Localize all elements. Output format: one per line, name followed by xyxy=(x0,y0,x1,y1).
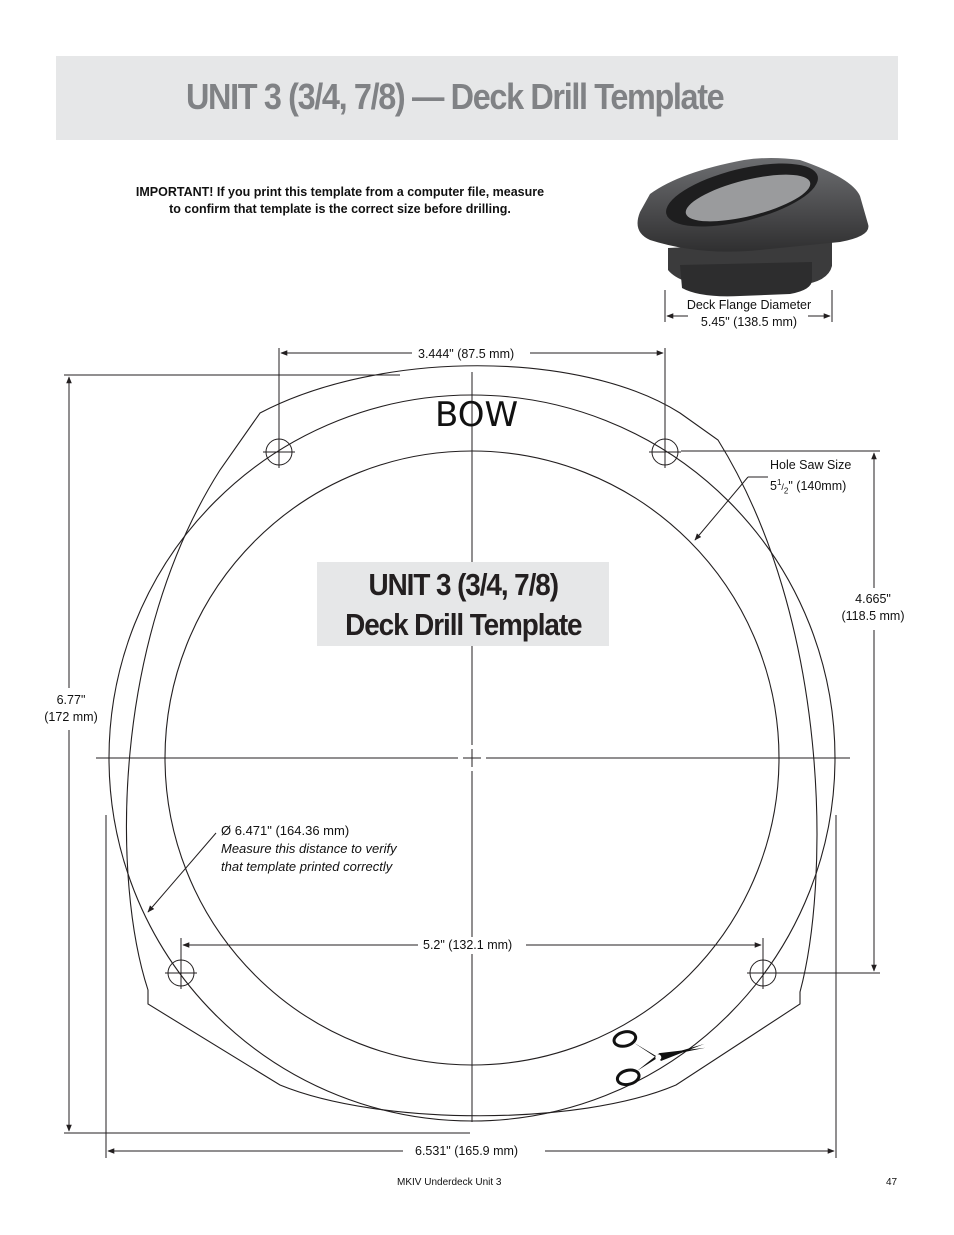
footer-page-number: 47 xyxy=(886,1177,898,1188)
hole-saw-size-num: 1 xyxy=(776,478,782,487)
scissors-icon xyxy=(612,1030,706,1087)
hole-vertical-label: 4.665" (118.5 mm) xyxy=(836,591,910,625)
hole-saw-size: 51/2" (140mm) xyxy=(770,478,847,496)
header-band xyxy=(56,56,898,140)
important-notice: IMPORTANT! If you print this template fr… xyxy=(110,184,570,218)
hole-saw-size-rest: " (140mm) xyxy=(788,479,847,494)
hole-saw-size-den: 2 xyxy=(783,486,789,496)
deck-flange-product-image xyxy=(637,158,869,322)
inner-title-line-1-text: UNIT 3 (3/4, 7/8) xyxy=(368,567,558,602)
notice-line-1: IMPORTANT! If you print this template fr… xyxy=(135,185,545,199)
overall-height-in: 6.77" xyxy=(56,693,86,707)
hole-saw-leader xyxy=(694,476,749,541)
center-crosshair xyxy=(96,372,850,1122)
hole-saw-title: Hole Saw Size xyxy=(770,458,852,472)
mounting-hole-top-left xyxy=(263,436,295,468)
top-hole-spacing-dimension xyxy=(278,348,666,436)
verify-note-line-1: Measure this distance to verify xyxy=(221,841,397,856)
page-title: UNIT 3 (3/4, 7/8) — Deck Drill Template xyxy=(186,76,725,117)
inner-title-line-2: Deck Drill Template xyxy=(317,606,609,644)
inner-title-line-1: UNIT 3 (3/4, 7/8) xyxy=(317,566,609,604)
inner-title-line-2-text: Deck Drill Template xyxy=(344,607,582,642)
overall-width-dimension xyxy=(105,815,837,1158)
flange-diameter-label: Deck Flange Diameter 5.45" (138.5 mm) xyxy=(680,297,818,331)
hole-vertical-in: 4.665" xyxy=(855,592,891,606)
top-hole-spacing-label: 3.444" (87.5 mm) xyxy=(418,346,515,363)
template-outline xyxy=(125,365,818,1117)
overall-width-label: 6.531" (165.9 mm) xyxy=(415,1143,519,1160)
hole-saw-size-whole: 5 xyxy=(770,479,777,494)
verify-diameter: Ø 6.471" (164.36 mm) xyxy=(221,823,350,838)
flange-value-text: 5.45" (138.5 mm) xyxy=(700,315,798,329)
flange-label-text: Deck Flange Diameter xyxy=(686,298,812,312)
notice-line-2: to confirm that template is the correct … xyxy=(169,202,511,216)
verify-note: Ø 6.471" (164.36 mm) Measure this distan… xyxy=(221,822,397,876)
bottom-hole-spacing-label: 5.2" (132.1 mm) xyxy=(423,937,513,954)
bow-label: BOW xyxy=(435,395,519,435)
overall-height-mm: (172 mm) xyxy=(44,710,98,724)
verify-note-line-2: that template printed correctly xyxy=(221,859,393,874)
overall-height-label: 6.77" (172 mm) xyxy=(36,692,106,726)
hole-vertical-mm: (118.5 mm) xyxy=(841,609,905,623)
hole-saw-label: Hole Saw Size 51/2" (140mm) xyxy=(770,457,851,500)
mounting-hole-top-right xyxy=(649,436,681,468)
mounting-hole-bottom-right xyxy=(747,957,779,989)
overall-height-dimension xyxy=(64,374,470,1134)
inner-title-box xyxy=(317,562,609,646)
footer-doc-name: MKIV Underdeck Unit 3 xyxy=(397,1177,502,1188)
hole-vertical-dimension xyxy=(681,450,880,974)
bottom-hole-spacing-dimension xyxy=(180,938,764,958)
verify-leader xyxy=(147,832,217,913)
mounting-hole-bottom-left xyxy=(165,957,197,989)
